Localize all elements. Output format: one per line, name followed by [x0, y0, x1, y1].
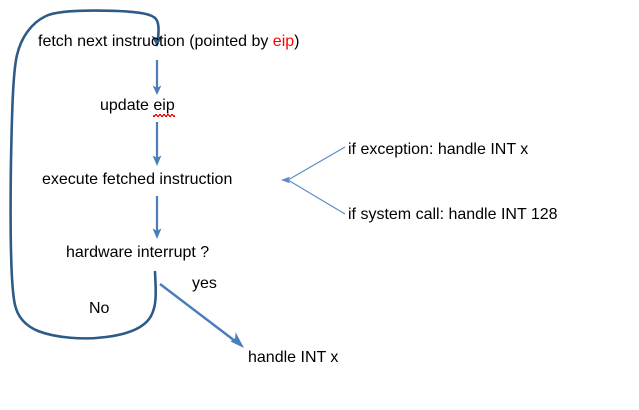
- node-syscall-branch: if system call: handle INT 128: [348, 206, 558, 223]
- node-execute-fetched-instruction: execute fetched instruction: [42, 171, 233, 188]
- arrow-execute-to-hardware-interrupt: [152, 196, 162, 239]
- arrow-update-to-execute: [152, 122, 162, 166]
- arrow-yes-to-handle-int: [159, 283, 244, 348]
- update-eip-misspelled: eip: [153, 97, 176, 117]
- fetch-text-after: ): [294, 33, 300, 50]
- node-exception-branch: if exception: handle INT x: [348, 141, 529, 158]
- node-handle-int-x: handle INT x: [248, 349, 339, 366]
- edge-label-yes: yes: [192, 275, 217, 292]
- node-update-eip: update eip: [100, 97, 176, 117]
- node-hardware-interrupt-question: hardware interrupt ?: [66, 244, 210, 261]
- fetch-text-before: fetch next instruction (pointed by: [38, 33, 273, 50]
- branch-fork-connector: [281, 146, 346, 215]
- node-fetch-next-instruction: fetch next instruction (pointed by eip): [38, 34, 299, 50]
- update-text-before: update: [100, 97, 154, 114]
- fetch-eip-highlight: eip: [272, 33, 295, 50]
- arrow-fetch-to-update: [152, 60, 162, 95]
- edge-label-no: No: [89, 300, 110, 317]
